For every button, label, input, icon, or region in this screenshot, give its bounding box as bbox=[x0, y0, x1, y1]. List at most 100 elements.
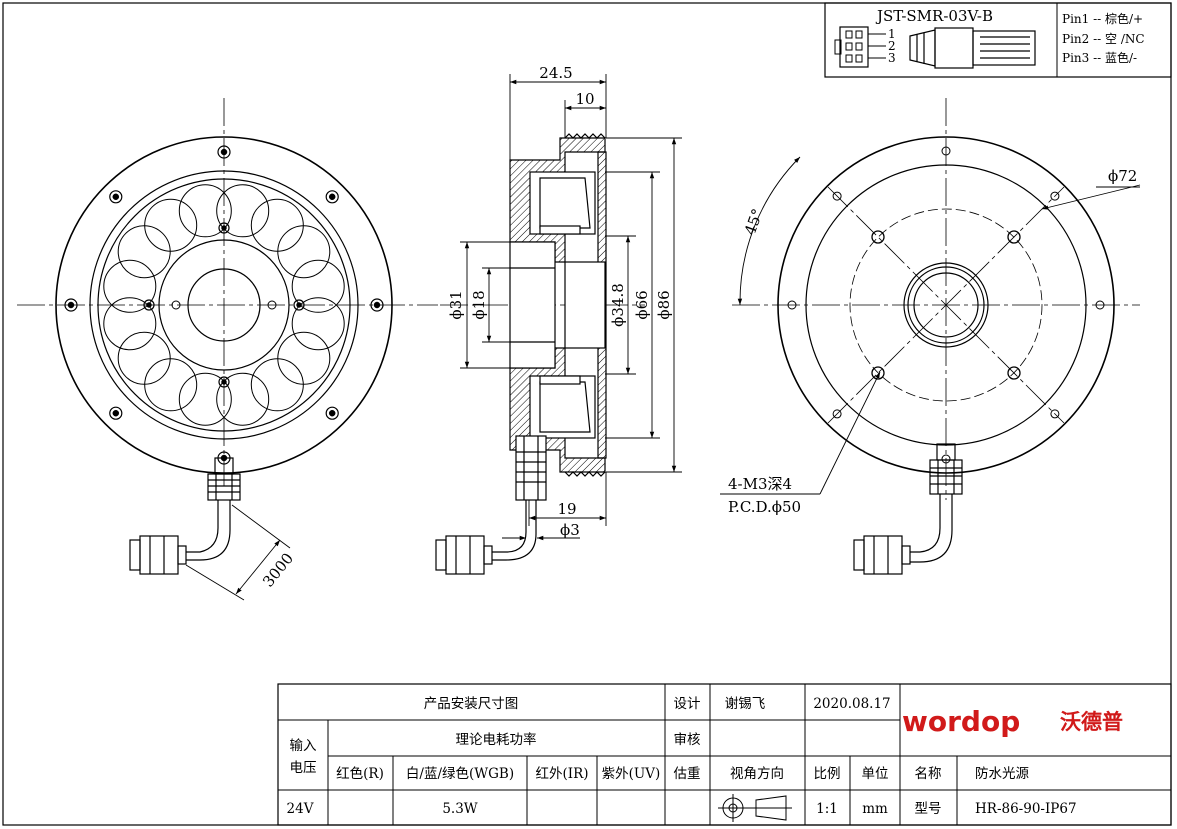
pin-number-3: 3 bbox=[888, 51, 896, 65]
inner-screw-center bbox=[146, 302, 152, 308]
led-circle bbox=[144, 198, 198, 252]
front-flange-ring bbox=[89, 170, 359, 440]
inner-screw-center bbox=[221, 379, 227, 385]
connector-side-icon bbox=[909, 27, 1036, 69]
tb-name-label: 名称 bbox=[915, 766, 942, 782]
section-dimensions bbox=[460, 74, 682, 541]
led-circle bbox=[216, 184, 270, 238]
rear-bore-inner bbox=[913, 272, 979, 338]
alignment-hole bbox=[171, 300, 181, 310]
screw-icon bbox=[64, 298, 78, 312]
tb-unit-label: 单位 bbox=[862, 766, 889, 782]
dim-d3: ϕ3 bbox=[560, 521, 580, 539]
brand-logo-cn: 沃德普 bbox=[1060, 710, 1123, 734]
inner-screw-center bbox=[296, 302, 302, 308]
front-center-bore bbox=[187, 268, 261, 342]
rear-view bbox=[732, 98, 1140, 575]
dim-front: 10 bbox=[575, 90, 594, 108]
screw-center bbox=[220, 148, 228, 156]
rear-outer-ring bbox=[777, 136, 1115, 474]
section-cable bbox=[492, 500, 527, 553]
led-circle bbox=[291, 259, 345, 313]
section-cable-plug bbox=[435, 535, 493, 575]
led-circle bbox=[250, 198, 304, 252]
tb-input-label-1: 输入 bbox=[290, 738, 317, 754]
brand-logo: wordop bbox=[902, 705, 1020, 738]
screw-center bbox=[112, 193, 120, 201]
pin-number-2: 2 bbox=[888, 39, 896, 53]
led-circle bbox=[103, 259, 157, 313]
tb-review-label: 审核 bbox=[674, 732, 701, 748]
pin3-label: Pin3 -- 蓝色/- bbox=[1062, 51, 1137, 65]
tb-col-red: 红色(R) bbox=[336, 765, 384, 782]
dim-base: 19 bbox=[557, 500, 576, 518]
rear-flange-hole bbox=[832, 191, 842, 201]
pin2-label: Pin2 -- 空 /NC bbox=[1062, 32, 1145, 46]
screw-center bbox=[67, 301, 75, 309]
led-circle bbox=[178, 372, 232, 426]
rear-dimensions bbox=[720, 156, 1141, 495]
dim-d34: ϕ34.8 bbox=[609, 283, 627, 327]
tb-input-label-2: 电压 bbox=[290, 760, 317, 776]
rear-flange-hole bbox=[941, 146, 951, 156]
tb-voltage: 24V bbox=[287, 801, 314, 817]
rear-flange-hole bbox=[832, 409, 842, 419]
tb-model-label: 型号 bbox=[915, 801, 942, 817]
tb-name-value: 防水光源 bbox=[975, 766, 1029, 782]
screw-icon bbox=[325, 406, 339, 420]
screw-center bbox=[328, 409, 336, 417]
projection-symbol-icon bbox=[718, 794, 792, 822]
dim-holes: 4-M3深4 bbox=[728, 475, 792, 493]
led-circle bbox=[117, 225, 171, 279]
section-cable-gland bbox=[515, 435, 547, 501]
m3-hole bbox=[871, 366, 885, 380]
rear-pcd-circle bbox=[849, 208, 1043, 402]
tb-title: 产品安装尺寸图 bbox=[424, 696, 519, 712]
front-mount-screws bbox=[64, 145, 384, 465]
cable-length-dim bbox=[185, 504, 291, 601]
rear-bore-mid bbox=[907, 266, 985, 344]
screw-icon bbox=[109, 190, 123, 204]
front-cable-plug bbox=[129, 535, 187, 575]
rear-mount-holes bbox=[787, 146, 1105, 464]
cable-length-label: 3000 bbox=[259, 550, 297, 591]
screw-icon bbox=[109, 406, 123, 420]
front-led-ring-outer bbox=[97, 178, 351, 432]
led-circle bbox=[103, 297, 157, 351]
led-circle bbox=[144, 358, 198, 412]
dim-d66: ϕ66 bbox=[633, 290, 651, 319]
led-circle bbox=[117, 331, 171, 385]
front-cable-gland bbox=[207, 457, 241, 501]
led-circle bbox=[250, 358, 304, 412]
tb-col-uv: 紫外(UV) bbox=[602, 766, 661, 782]
tb-view-label: 视角方向 bbox=[730, 766, 784, 782]
dim-pcd: P.C.D.ϕ50 bbox=[728, 498, 801, 516]
screw-icon bbox=[325, 190, 339, 204]
screw-center bbox=[328, 193, 336, 201]
front-cable bbox=[186, 500, 219, 553]
tb-col-ir: 红外(IR) bbox=[535, 766, 588, 782]
dim-d18: ϕ18 bbox=[470, 290, 488, 319]
section-hub bbox=[509, 241, 556, 369]
m3-hole bbox=[1007, 366, 1021, 380]
tb-power: 5.3W bbox=[442, 801, 477, 817]
screw-center bbox=[373, 301, 381, 309]
rear-flange-hole bbox=[1050, 191, 1060, 201]
screw-center bbox=[112, 409, 120, 417]
connector-spec-box: JST-SMR-03V-B 1 2 3 Pin1 -- 棕色/+ Pin2 --… bbox=[824, 2, 1172, 78]
rear-flange-hole bbox=[1050, 409, 1060, 419]
inner-screw-icon bbox=[218, 376, 230, 388]
dim-d31: ϕ31 bbox=[447, 290, 465, 319]
tb-power-label: 理论电耗功率 bbox=[456, 731, 537, 748]
dim-d72: ϕ72 bbox=[1108, 167, 1137, 185]
led-circle bbox=[216, 372, 270, 426]
inner-screw-icon bbox=[293, 299, 305, 311]
tb-estimate-label: 估重 bbox=[674, 766, 701, 782]
section-lens-upper bbox=[529, 171, 596, 235]
led-array bbox=[103, 184, 345, 426]
led-circle bbox=[178, 184, 232, 238]
alignment-hole bbox=[267, 300, 277, 310]
tb-scale-label: 比例 bbox=[814, 766, 841, 782]
pin1-label: Pin1 -- 棕色/+ bbox=[1062, 11, 1143, 26]
tb-scale: 1:1 bbox=[816, 801, 838, 817]
